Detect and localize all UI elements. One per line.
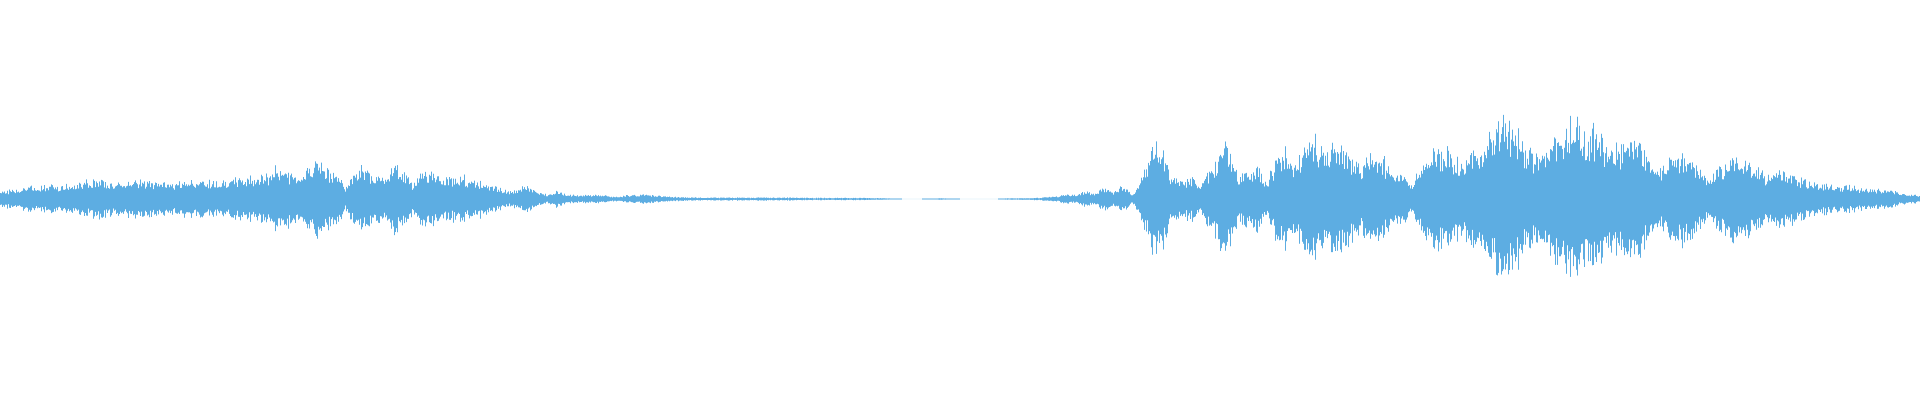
waveform-samples [0,114,1920,277]
waveform-path [0,114,1920,277]
